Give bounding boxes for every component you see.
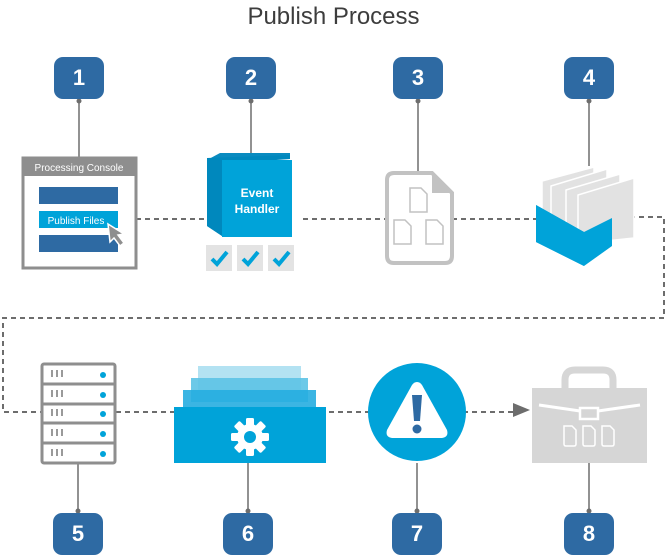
arrow-head-icon [513, 403, 530, 417]
checkmark-icon [272, 250, 291, 267]
step-badge-7: 7 [392, 513, 442, 555]
file-icon [582, 425, 596, 447]
event-handler-line1: Event [241, 186, 274, 200]
cursor-icon [107, 222, 127, 248]
step-2-event-handler: Event Handler [206, 153, 294, 271]
file-icon [393, 219, 412, 245]
diagram-title: Publish Process [247, 3, 420, 30]
flow-connectors [2, 216, 665, 413]
step-badge-4: 4 [564, 57, 614, 99]
checkmark-icon [210, 250, 229, 267]
step-3-document-files [385, 171, 454, 265]
gear-icon [231, 418, 269, 456]
step-7-warning [368, 363, 466, 461]
file-icon [563, 425, 577, 447]
step-badge-2: 2 [226, 57, 276, 99]
step-badge-6: 6 [223, 513, 273, 555]
check-box-icon [206, 245, 232, 271]
console-bar-top [39, 187, 118, 204]
step-badge-5: 5 [53, 513, 103, 555]
exclamation-icon [412, 395, 422, 421]
badge-stems [77, 100, 590, 512]
checkmarks [206, 245, 294, 271]
step-badge-3: 3 [393, 57, 443, 99]
step-8-briefcase [532, 366, 647, 463]
file-icon [601, 425, 615, 447]
status-light-icon [100, 451, 106, 457]
console-bar-bottom [39, 235, 118, 252]
step-badge-1: 1 [54, 57, 104, 99]
check-box-icon [268, 245, 294, 271]
publish-files-button[interactable] [39, 211, 118, 228]
event-handler-line2: Handler [235, 202, 280, 216]
step-5-server-rack [40, 362, 117, 465]
status-light-icon [100, 372, 106, 378]
step-1-processing-console: Processing Console Publish Files [21, 156, 138, 270]
file-icon [425, 219, 444, 245]
stem-knobs [75, 98, 592, 514]
file-icon [409, 187, 428, 213]
console-title: Processing Console [35, 163, 124, 174]
check-box-icon [237, 245, 263, 271]
publish-files-label: Publish Files [48, 216, 105, 227]
step-4-file-box [536, 166, 635, 266]
checkmark-icon [241, 250, 260, 267]
step-6-stacked-tray [174, 366, 326, 463]
step-badge-8: 8 [564, 513, 614, 555]
status-light-icon [100, 392, 106, 398]
status-light-icon [100, 431, 106, 437]
status-light-icon [100, 411, 106, 417]
